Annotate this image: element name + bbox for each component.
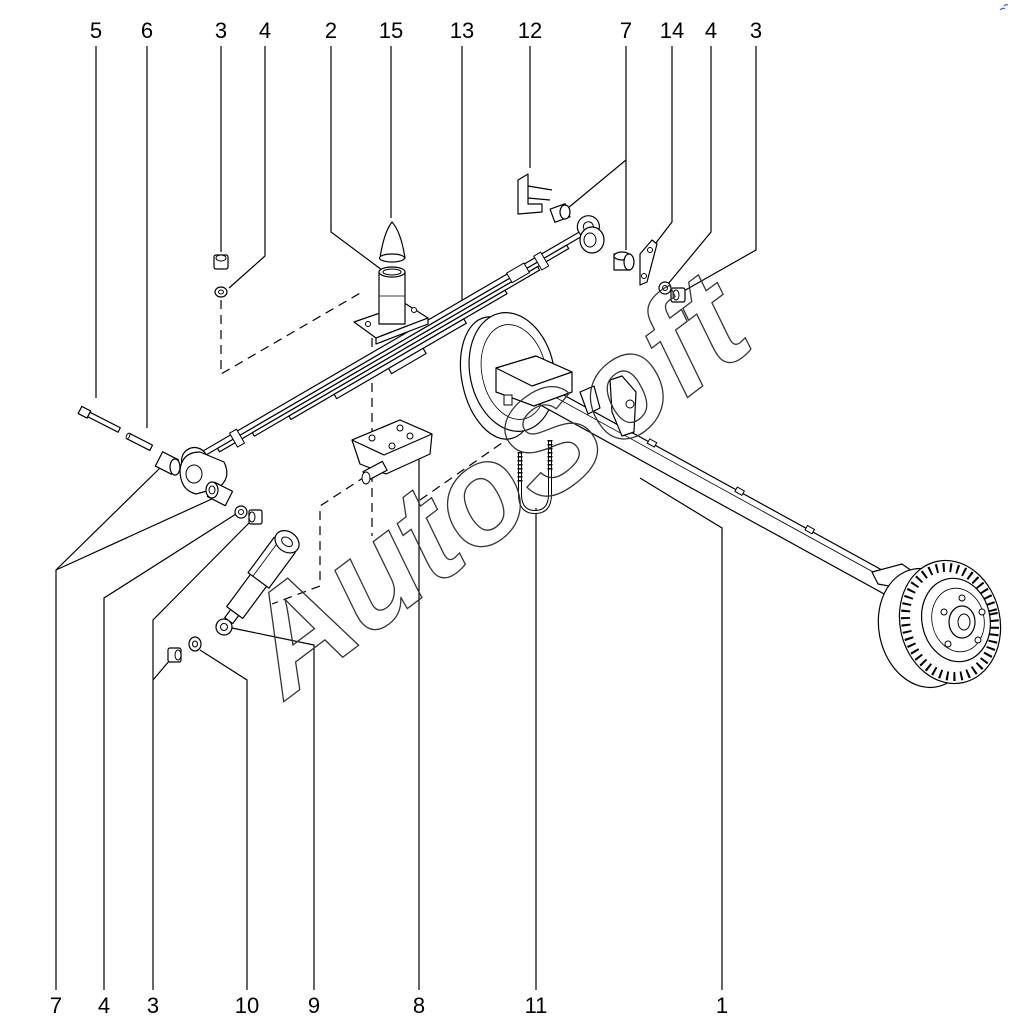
nut-top-right — [670, 287, 686, 303]
callout-bottom-7: 7 — [50, 993, 62, 1018]
callout-top-7: 7 — [620, 18, 632, 43]
callout-top-3a: 3 — [215, 18, 227, 43]
spring-front-bracket — [517, 173, 553, 215]
callout-bottom-10: 10 — [235, 993, 259, 1018]
shackle-pin — [125, 432, 154, 452]
bottom-callouts: 7 4 3 10 9 8 11 1 — [50, 993, 728, 1018]
leader-bottom-10 — [199, 649, 248, 990]
leader-2 — [330, 46, 383, 271]
callout-top-2: 2 — [325, 18, 337, 43]
shock-absorber — [215, 530, 300, 636]
callout-top-13: 13 — [450, 18, 474, 43]
callout-bottom-4: 4 — [98, 993, 110, 1018]
callout-top-4b: 4 — [705, 18, 717, 43]
callout-top-12: 12 — [518, 18, 542, 43]
callout-top-15: 15 — [379, 18, 403, 43]
callout-bottom-11: 11 — [525, 993, 548, 1018]
spring-plate-bracket — [351, 419, 433, 485]
top-callouts: 5 6 3 4 2 15 13 12 7 14 4 3 — [90, 18, 762, 43]
leader-bottom-7b — [55, 497, 215, 571]
shackle-bolt — [77, 405, 121, 433]
leader-bottom-3a — [152, 521, 251, 990]
nut-mid-left — [248, 509, 263, 525]
leader-3b — [681, 46, 757, 293]
callout-top-14: 14 — [660, 18, 684, 43]
leader-4b — [667, 46, 712, 285]
callout-bottom-1: 1 — [716, 993, 728, 1018]
bump-stop-cone — [378, 221, 406, 263]
spring-eye-bushing-right — [579, 226, 605, 254]
washer-top-left — [214, 286, 228, 298]
callout-top-4a: 4 — [259, 18, 271, 43]
callout-top-6: 6 — [141, 18, 153, 43]
nut-top-left — [213, 254, 229, 270]
leader-14 — [651, 46, 673, 249]
rubber-bushing-left-a — [154, 451, 181, 476]
rear-axle-beam — [459, 312, 1002, 689]
leaf-spring — [180, 215, 600, 475]
washer-mid-left — [234, 505, 248, 519]
leader-lines — [55, 46, 757, 990]
leader-bottom-9 — [231, 627, 315, 990]
bump-stop-bracket — [353, 266, 429, 345]
leader-bottom-3b — [152, 659, 171, 681]
washer-top-right — [658, 281, 672, 295]
leader-bottom-4 — [103, 513, 237, 990]
leader-4a — [228, 46, 266, 289]
corner-mark-icon — [999, 4, 1009, 11]
rubber-bushing-right-b — [613, 251, 635, 271]
callout-top-5: 5 — [90, 18, 102, 43]
u-bolt — [517, 440, 553, 514]
rubber-bushing-right-a — [549, 203, 571, 223]
callout-bottom-8: 8 — [413, 993, 425, 1018]
leader-7a — [567, 46, 627, 209]
callout-bottom-9: 9 — [308, 993, 320, 1018]
rubber-bushing-left-b — [205, 481, 234, 507]
nut-shock-lower — [167, 647, 182, 663]
callout-top-3b: 3 — [750, 18, 762, 43]
callout-bottom-3: 3 — [147, 993, 159, 1018]
leader-bottom-1 — [639, 477, 723, 990]
washer-shock-lower — [188, 636, 202, 652]
shackle-plate — [639, 239, 658, 286]
